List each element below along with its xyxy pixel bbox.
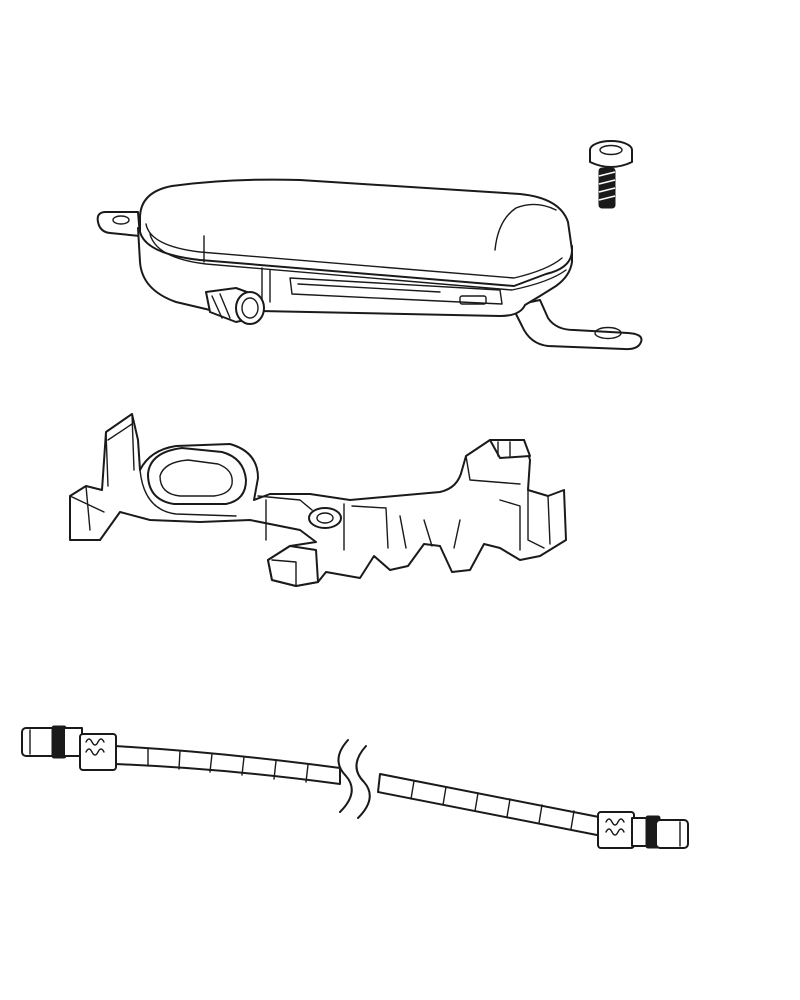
battery-housing-icon — [96, 178, 643, 351]
connector-plug-icon — [205, 287, 265, 325]
cable-icon — [21, 725, 689, 849]
bracket-icon — [69, 413, 567, 587]
cable-connector-left-icon — [21, 725, 117, 771]
torx-screw-icon — [589, 140, 633, 209]
cable-connector-right-icon — [597, 811, 689, 849]
